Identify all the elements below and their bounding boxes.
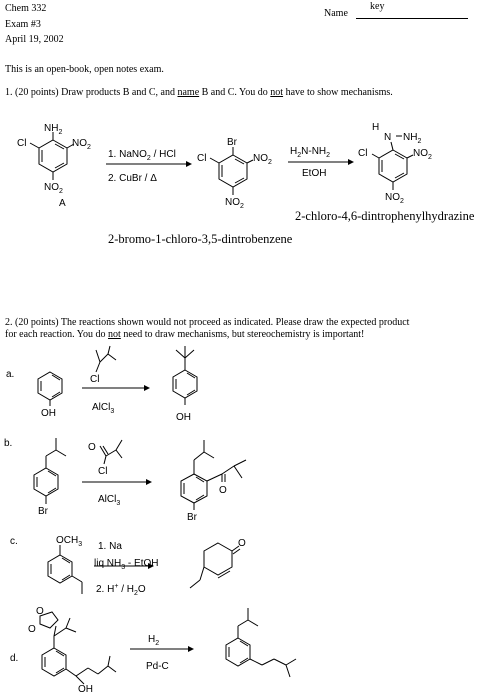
q2c-label: c. xyxy=(10,536,18,547)
q2-prompt-line2: for each reaction. You do not need to dr… xyxy=(5,329,365,340)
q2c-step1: 1. Na xyxy=(98,541,122,552)
q2d-oh: OH xyxy=(78,684,93,694)
q2b-product-o: O xyxy=(219,485,227,496)
q2d-starting-material xyxy=(39,611,117,685)
q1-prompt: 1. (20 points) Draw products B and C, an… xyxy=(5,87,393,98)
q2d-reagent-pdc: Pd-C xyxy=(146,661,169,672)
q2a-reagent-cl: Cl xyxy=(90,374,99,385)
A-no2-right: NO2 xyxy=(72,138,91,151)
compound-C xyxy=(371,135,414,190)
q2-prompt-line1: 2. (20 points) The reactions shown would… xyxy=(5,317,410,328)
q2a-product xyxy=(172,346,198,405)
q2b-label: b. xyxy=(4,438,12,449)
A-cl: Cl xyxy=(17,138,26,149)
B-br: Br xyxy=(227,137,238,148)
exam-label: Exam #3 xyxy=(5,19,41,30)
name-underline xyxy=(356,18,468,19)
q2d-o1: O xyxy=(36,606,44,617)
q1-reagent-hydrazine: H2N-NH2 xyxy=(290,146,330,159)
q1-step2: 2. CuBr / Δ xyxy=(108,173,157,184)
q2a-label: a. xyxy=(6,369,14,380)
exam-date: April 19, 2002 xyxy=(5,34,64,45)
B-no2-bottom: NO2 xyxy=(225,197,244,210)
course-label: Chem 332 xyxy=(5,3,47,14)
B-no2-right: NO2 xyxy=(253,153,272,166)
phenol xyxy=(37,371,63,406)
q2c-ethylanisole xyxy=(47,545,83,594)
q2b-br: Br xyxy=(38,506,49,517)
C-n: N xyxy=(384,132,391,143)
C-h: H xyxy=(372,122,379,133)
q2b-product xyxy=(180,440,247,510)
q2a-oh: OH xyxy=(41,408,56,419)
q2b-product-br: Br xyxy=(187,512,198,523)
q2d-o2: O xyxy=(28,624,36,635)
C-nh2: NH2 xyxy=(403,132,421,145)
q2b-acyl-chloride xyxy=(99,439,123,465)
C-cl: Cl xyxy=(358,148,367,159)
q2d-label: d. xyxy=(10,653,18,664)
q2a-reagent-alcl3: AlCl3 xyxy=(92,402,114,415)
intro-text: This is an open-book, open notes exam. xyxy=(5,64,164,75)
q2a-alkyl-chloride xyxy=(95,345,117,373)
q2d-product xyxy=(225,608,297,678)
q1-step1: 1. NaNO2 / HCl xyxy=(108,149,176,162)
q2b-bromo-isobutylbenzene xyxy=(33,438,67,504)
q2a-product-oh: OH xyxy=(176,412,191,423)
q2c-product-o: O xyxy=(238,538,246,549)
q2b-reagent-o: O xyxy=(88,442,96,453)
q1-reagent-etoh: EtOH xyxy=(302,168,326,179)
q2c-step-liq: liq NH3 - EtOH xyxy=(94,558,158,571)
q2b-reagent-alcl3: AlCl3 xyxy=(98,494,120,507)
q2c-och3: OCH3 xyxy=(56,535,82,548)
name-value: key xyxy=(370,1,385,12)
A-no2-bottom: NO2 xyxy=(44,182,63,195)
compound-A xyxy=(29,132,75,180)
A-nh2: NH2 xyxy=(44,123,62,136)
name-label: Name xyxy=(324,8,348,19)
product-C-name: 2-chloro-4,6-dintrophenylhydrazine xyxy=(295,209,475,223)
compound-B xyxy=(209,147,254,195)
C-no2-right: NO2 xyxy=(413,148,432,161)
q2c-product xyxy=(189,542,241,589)
q2d-reagent-h2: H2 xyxy=(148,634,159,647)
C-no2-bottom: NO2 xyxy=(385,192,404,205)
compound-A-label: A xyxy=(59,198,66,209)
q2b-reagent-cl: Cl xyxy=(98,466,107,477)
product-B-name: 2-bromo-1-chloro-3,5-dintrobenzene xyxy=(108,232,293,246)
B-cl: Cl xyxy=(197,153,206,164)
q2c-step2: 2. H+ / H2O xyxy=(96,583,146,597)
